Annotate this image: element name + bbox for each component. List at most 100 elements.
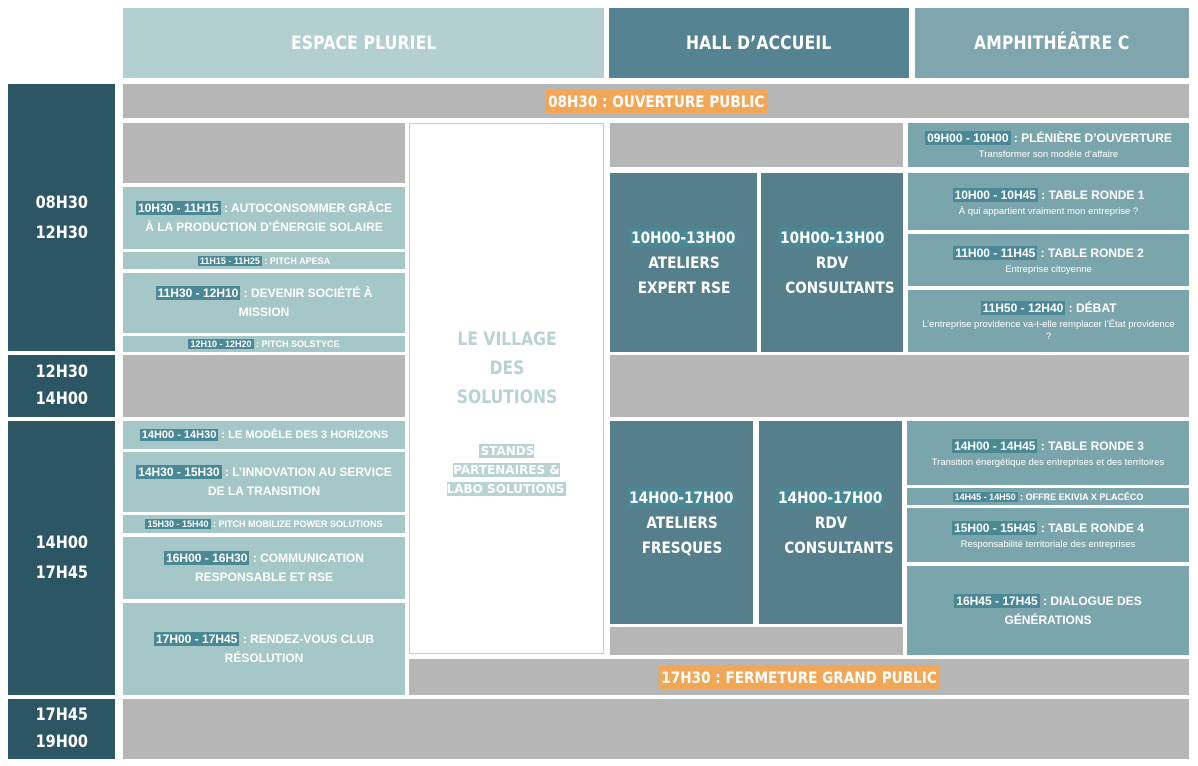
session-title: : PITCH SOLSTYCE bbox=[253, 339, 340, 349]
hall-session-time: 10H00-13H00 bbox=[629, 228, 738, 247]
session-time: 16H00 - 16H30 bbox=[164, 551, 250, 565]
amphi-session-subtitle: Responsabilité territoriale des entrepri… bbox=[960, 539, 1136, 550]
time-start: 12H30 bbox=[35, 362, 88, 382]
opening-label: 08H30 : OUVERTURE PUBLIC bbox=[545, 89, 767, 113]
time-end: 12H30 bbox=[35, 222, 88, 243]
amphi-session-heading: 16H45 - 17H45 : DIALOGUE DES GÉNÉRATIONS bbox=[954, 593, 1142, 627]
gray-block bbox=[610, 355, 1189, 417]
hall-ateliers-expert: 10H00-13H00 ATELIERS EXPERT RSE bbox=[610, 173, 757, 352]
closing-label: 17H30 : FERMETURE GRAND PUBLIC bbox=[658, 665, 940, 689]
village-title: LE VILLAGE DES SOLUTIONS bbox=[456, 328, 557, 408]
header-label: ESPACE PLURIEL bbox=[290, 32, 437, 54]
amphi-session-heading: 09H00 - 10H00 : PLÉNIÈRE D’OUVERTURE bbox=[925, 131, 1172, 145]
gray-block bbox=[123, 123, 405, 183]
hall-session-title: ATELIERS FRESQUES bbox=[641, 513, 722, 557]
session-time: 11H15 - 11H25 bbox=[197, 255, 262, 266]
amphi-session-subtitle: Transition énergétique des entreprises e… bbox=[931, 457, 1165, 468]
amphi-session-4: 11H50 - 12H40 : DÉBAT L’entreprise provi… bbox=[908, 290, 1189, 352]
amphi-session-7: 15H00 - 15H45 : TABLE RONDE 4 Responsabi… bbox=[907, 508, 1189, 562]
amphi-session-6: 14H45 - 14H50 : OFFRE EKIVIA X PLACÉCO bbox=[907, 488, 1189, 505]
session-time: 15H30 - 15H40 bbox=[145, 519, 211, 529]
session-text: 17H00 - 17H45 : RENDEZ-VOUS CLUB RÉSOLUT… bbox=[123, 630, 405, 668]
session-espace-2: 11H15 - 11H25 : PITCH APESA bbox=[123, 252, 405, 269]
header-label: AMPHITHÉÂTRE C bbox=[974, 32, 1130, 54]
session-time: 17H00 - 17H45 bbox=[153, 632, 240, 646]
hall-ateliers-fresques: 14H00-17H00 ATELIERS FRESQUES bbox=[610, 421, 753, 624]
session-espace-5: 14H00 - 14H30 : LE MODÈLE DES 3 HORIZONS bbox=[123, 421, 405, 449]
session-text: 11H15 - 11H25 : PITCH APESA bbox=[188, 255, 340, 267]
closing-banner: 17H30 : FERMETURE GRAND PUBLIC bbox=[409, 659, 1189, 695]
village-subtitle-text: STANDS PARTENAIRES & LABO SOLUTIONS bbox=[446, 444, 567, 496]
time-slot-evening: 17H45 19H00 bbox=[8, 699, 115, 759]
session-title: : DEVENIR SOCIÉTÉ À MISSION bbox=[238, 286, 373, 319]
session-title: : PITCH APESA bbox=[261, 255, 331, 266]
header-hall-accueil: HALL D’ACCUEIL bbox=[609, 8, 909, 78]
session-text: 14H00 - 14H30 : LE MODÈLE DES 3 HORIZONS bbox=[130, 426, 399, 445]
session-title: : PITCH MOBILIZE POWER SOLUTIONS bbox=[210, 519, 383, 529]
amphi-session-8: 16H45 - 17H45 : DIALOGUE DES GÉNÉRATIONS bbox=[907, 566, 1189, 655]
time-slot-lunch: 12H30 14H00 bbox=[8, 355, 115, 417]
amphi-session-subtitle: L’entreprise providence va-t-elle rempla… bbox=[922, 319, 1175, 342]
village-subtitle: STANDS PARTENAIRES & LABO SOLUTIONS bbox=[446, 442, 567, 499]
session-title: : RENDEZ-VOUS CLUB RÉSOLUTION bbox=[224, 632, 375, 665]
header-amphitheatre: AMPHITHÉÂTRE C bbox=[915, 8, 1189, 78]
session-title: : COMMUNICATION RESPONSABLE ET RSE bbox=[194, 551, 364, 584]
hall-session-title: RDV CONSULTANTS bbox=[783, 513, 894, 557]
session-espace-8: 16H00 - 16H30 : COMMUNICATION RESPONSABL… bbox=[123, 537, 405, 599]
hall-session-time: 14H00-17H00 bbox=[776, 488, 885, 507]
village-des-solutions: LE VILLAGE DES SOLUTIONS STANDS PARTENAI… bbox=[409, 123, 604, 654]
amphi-session-3: 11H00 - 11H45 : TABLE RONDE 2 Entreprise… bbox=[908, 234, 1189, 286]
session-text: 12H10 - 12H20 : PITCH SOLSTYCE bbox=[178, 338, 349, 350]
amphi-session-subtitle: À qui appartient vraiment mon entreprise… bbox=[958, 205, 1139, 217]
time-slot-morning: 08H30 12H30 bbox=[8, 84, 115, 351]
session-title: : AUTOCONSOMMER GRÂCE À LA PRODUCTION D’… bbox=[145, 201, 393, 234]
amphi-session-subtitle: Entreprise citoyenne bbox=[1005, 264, 1092, 275]
gray-block bbox=[123, 699, 1189, 759]
session-time: 14H30 - 15H30 bbox=[136, 465, 222, 479]
session-espace-7: 15H30 - 15H40 : PITCH MOBILIZE POWER SOL… bbox=[123, 515, 405, 533]
session-text: 16H00 - 16H30 : COMMUNICATION RESPONSABL… bbox=[123, 549, 405, 587]
session-text: 11H30 - 12H10 : DEVENIR SOCIÉTÉ À MISSIO… bbox=[123, 284, 405, 322]
session-text: 15H30 - 15H40 : PITCH MOBILIZE POWER SOL… bbox=[135, 518, 392, 530]
amphi-session-heading: 10H00 - 10H45 : TABLE RONDE 1 bbox=[952, 187, 1145, 202]
amphi-session-1: 09H00 - 10H00 : PLÉNIÈRE D’OUVERTURE Tra… bbox=[908, 123, 1189, 167]
amphi-session-heading: 15H00 - 15H45 : TABLE RONDE 4 bbox=[952, 521, 1144, 535]
time-end: 14H00 bbox=[35, 389, 88, 409]
hall-rdv-consultants-afternoon: 14H00-17H00 RDV CONSULTANTS bbox=[759, 421, 902, 624]
hall-session-title: ATELIERS EXPERT RSE bbox=[637, 253, 730, 297]
session-espace-4: 12H10 - 12H20 : PITCH SOLSTYCE bbox=[123, 336, 405, 352]
session-time: 14H00 - 14H30 bbox=[139, 428, 219, 441]
opening-banner: 08H30 : OUVERTURE PUBLIC bbox=[123, 84, 1189, 118]
time-start: 17H45 bbox=[35, 705, 88, 725]
gray-block bbox=[123, 355, 405, 417]
gray-block bbox=[610, 627, 903, 655]
hall-session-title: RDV CONSULTANTS bbox=[785, 253, 895, 297]
session-espace-3: 11H30 - 12H10 : DEVENIR SOCIÉTÉ À MISSIO… bbox=[123, 273, 405, 333]
session-espace-9: 17H00 - 17H45 : RENDEZ-VOUS CLUB RÉSOLUT… bbox=[123, 603, 405, 695]
amphi-session-subtitle: Transformer son modèle d’affaire bbox=[978, 149, 1119, 160]
hall-session-time: 10H00-13H00 bbox=[778, 228, 886, 247]
session-text: 14H30 - 15H30 : L’INNOVATION AU SERVICE … bbox=[123, 463, 405, 501]
time-end: 19H00 bbox=[35, 732, 88, 752]
session-time: 12H10 - 12H20 bbox=[188, 339, 254, 349]
time-start: 08H30 bbox=[35, 192, 88, 213]
amphi-session-2: 10H00 - 10H45 : TABLE RONDE 1 À qui appa… bbox=[908, 173, 1189, 230]
time-slot-afternoon: 14H00 17H45 bbox=[8, 421, 115, 695]
hall-session-time: 14H00-17H00 bbox=[627, 488, 736, 507]
amphi-session-heading: 14H00 - 14H45 : TABLE RONDE 3 bbox=[952, 439, 1144, 453]
session-time: 11H30 - 12H10 bbox=[155, 286, 241, 300]
amphi-session-heading: 14H45 - 14H50 : OFFRE EKIVIA X PLACÉCO bbox=[952, 491, 1144, 502]
header-espace-pluriel: ESPACE PLURIEL bbox=[123, 8, 604, 78]
hall-rdv-consultants-morning: 10H00-13H00 RDV CONSULTANTS bbox=[761, 173, 903, 352]
amphi-session-heading: 11H50 - 12H40 : DÉBAT bbox=[980, 301, 1117, 315]
gray-block bbox=[610, 123, 903, 167]
amphi-session-heading: 11H00 - 11H45 : TABLE RONDE 2 bbox=[953, 246, 1144, 260]
time-end: 17H45 bbox=[35, 563, 88, 583]
session-title: : LE MODÈLE DES 3 HORIZONS bbox=[218, 428, 389, 441]
session-time: 10H30 - 11H15 bbox=[135, 201, 221, 215]
session-title: : L’INNOVATION AU SERVICE DE LA TRANSITI… bbox=[207, 465, 392, 498]
session-espace-6: 14H30 - 15H30 : L’INNOVATION AU SERVICE … bbox=[123, 452, 405, 512]
session-text: 10H30 - 11H15 : AUTOCONSOMMER GRÂCE À LA… bbox=[123, 199, 405, 237]
amphi-session-5: 14H00 - 14H45 : TABLE RONDE 3 Transition… bbox=[907, 421, 1189, 485]
session-espace-1: 10H30 - 11H15 : AUTOCONSOMMER GRÂCE À LA… bbox=[123, 187, 405, 249]
